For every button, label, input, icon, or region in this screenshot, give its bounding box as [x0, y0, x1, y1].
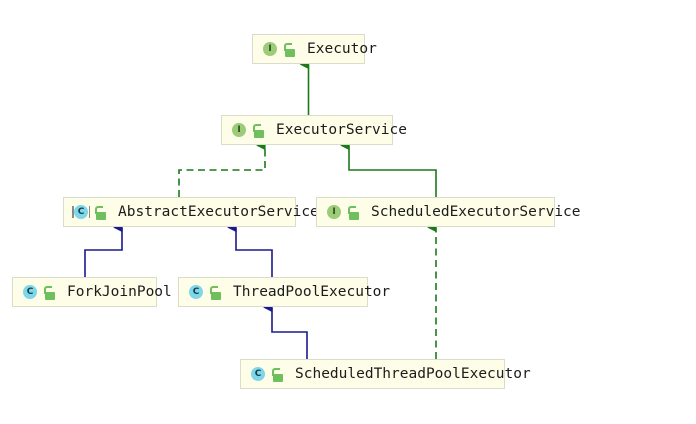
node-fork-join-pool[interactable]: C ForkJoinPool: [12, 277, 172, 307]
public-unlocked-padlock-icon: [210, 285, 223, 300]
interface-icon: I: [261, 40, 279, 58]
node-scheduled-executor-service[interactable]: I ScheduledExecutorService: [316, 197, 581, 227]
edge-forkjoinpool-extends-abstract: [84, 222, 123, 277]
edge-threadpool-extends-abstract: [227, 222, 273, 277]
public-unlocked-padlock-icon: [284, 42, 297, 57]
public-unlocked-padlock-icon: [272, 367, 285, 382]
public-unlocked-padlock-icon: [253, 123, 266, 138]
node-label: ThreadPoolExecutor: [233, 284, 391, 300]
public-unlocked-padlock-icon: [348, 205, 361, 220]
class-icon: C: [21, 283, 39, 301]
edge-stpe-extends-threadpool: [263, 302, 308, 359]
node-thread-pool-executor[interactable]: C ThreadPoolExecutor: [178, 277, 390, 307]
node-abstract-executor-service[interactable]: C AbstractExecutorService: [63, 197, 319, 227]
node-label: AbstractExecutorService: [118, 204, 319, 220]
edge-scheduled-extends-executorservice: [340, 140, 437, 197]
interface-icon: I: [230, 121, 248, 139]
node-executor-service[interactable]: I ExecutorService: [221, 115, 407, 145]
node-label: ScheduledThreadPoolExecutor: [295, 366, 531, 382]
node-label: ForkJoinPool: [67, 284, 172, 300]
class-icon: C: [249, 365, 267, 383]
abstract-class-icon: C: [72, 203, 90, 221]
node-scheduled-thread-pool-executor[interactable]: C ScheduledThreadPoolExecutor: [240, 359, 531, 389]
edge-abstract-implements-executorservice: [178, 140, 266, 197]
interface-icon: I: [325, 203, 343, 221]
node-label: ExecutorService: [276, 122, 407, 138]
class-icon: C: [187, 283, 205, 301]
node-label: Executor: [307, 41, 377, 57]
node-executor[interactable]: I Executor: [252, 34, 377, 64]
public-unlocked-padlock-icon: [44, 285, 57, 300]
node-label: ScheduledExecutorService: [371, 204, 581, 220]
public-unlocked-padlock-icon: [95, 205, 108, 220]
